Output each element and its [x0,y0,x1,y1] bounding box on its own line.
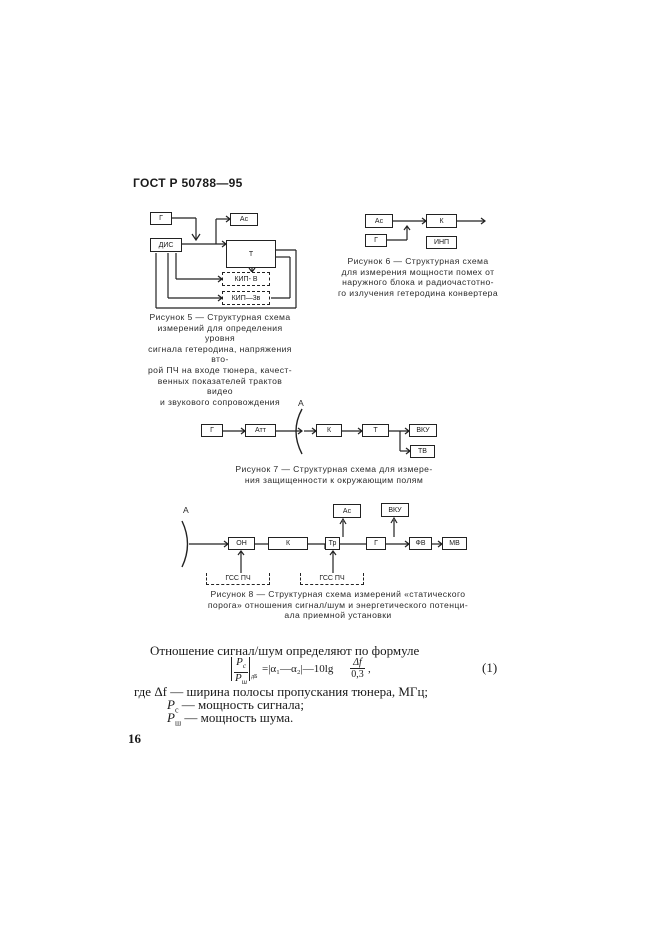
fig5-block-kip-v: КИП- В [222,272,270,286]
fig7-block-t: Т [362,424,389,437]
caption-line: Рисунок 8 — Структурная схема измерений … [210,589,466,599]
fig5-block-dis: ДИС [150,238,182,252]
psh-symbol: P [167,710,175,725]
caption-line: порога» отношения сигнал/шум и энергетич… [207,599,469,610]
caption-line: для измерения мощности помех от [341,266,495,277]
caption-line: ала приемной установки [284,610,392,621]
where-line-3: Pш — мощность шума. [167,710,294,728]
caption-line: венных показателей трактов видео [157,375,283,397]
caption-line: Рисунок 6 — Структурная схема [347,256,489,266]
caption-line: сигнала гетеродина, напряжения вто- [148,343,292,365]
fig8-antenna-label: A [183,505,190,515]
formula-tail: , [368,663,371,675]
fig6-block-inp: ИНП [426,236,457,249]
frac-df: Δf [350,657,365,669]
fraction-pc-ps: Pc Pш [234,657,248,688]
caption-line: наружного блока и радиочастотно- [342,277,494,288]
fig5-block-ac: Ac [230,213,258,226]
fig7-block-tv: ТВ [410,445,435,458]
fig5-block-g: Г [150,212,172,225]
figure-8-caption: Рисунок 8 — Структурная схема измерений … [188,589,488,621]
caption-line: и звукового сопровождения [159,396,281,407]
where-2-text: — мощность сигнала; [178,697,304,712]
figure-6-caption: Рисунок 6 — Структурная схема для измере… [332,256,504,298]
where-line-2: Pc — мощность сигнала; [167,697,304,715]
fig6-block-k: К [426,214,457,228]
fraction-df-03: Δf 0,3 [350,657,365,680]
formula-rhs: =|α₁—α₂|—10lg [262,663,334,675]
fig8-block-gss-pch-1: ГСС ПЧ [206,573,270,585]
figure-5-caption: Рисунок 5 — Структурная схема измерений … [146,312,294,407]
fig8-block-gss-pch-2: ГСС ПЧ [300,573,364,585]
pc-symbol: P [167,697,175,712]
frac-03: 0,3 [351,669,364,680]
page-number: 16 [128,731,141,746]
figure-7-caption: Рисунок 7 — Структурная схема для измере… [216,464,452,485]
fig8-block-ac: Ac [333,504,361,518]
caption-line: Рисунок 5 — Структурная схема [149,312,291,322]
frac-left-den: Pш [234,672,248,687]
fig7-block-g: Г [201,424,223,437]
fig7-antenna-label: A [298,398,305,408]
fig5-block-kip-3v: КИП—3в [222,291,270,305]
fig6-block-ac: Ac [365,214,393,228]
where-3-text: — мощность шума. [181,710,294,725]
fig6-block-g: Г [365,234,387,247]
caption-line: Рисунок 7 — Структурная схема для измере… [235,464,433,474]
fig5-block-t: Т [226,240,276,268]
formula: Pc Pш дБ =|α₁—α₂|—10lg Δf 0,3 , [231,657,391,686]
caption-line: ния защищенности к окружающим полям [244,474,424,485]
fig7-block-att: Атт [245,424,276,437]
fig8-block-on: ОН [228,537,255,550]
fig8-block-fv: ФВ [409,537,432,550]
fig8-block-mv: МВ [442,537,467,550]
caption-line: го излучения гетеродина конвертера [337,287,499,298]
equation-number: (1) [482,660,498,675]
where-line-1: где Δf — ширина полосы пропускания тюнер… [134,684,429,699]
fig8-block-vku: ВКУ [381,503,409,517]
intro-paragraph: Отношение сигнал/шум определяют по форму… [150,643,420,658]
page-header: ГОСТ Р 50788—95 [133,176,243,190]
fig8-block-tr: Тр [325,537,340,550]
fig7-block-k: К [316,424,342,437]
abs-bar-left [231,657,232,681]
fig8-block-k: К [268,537,308,550]
fig7-block-vku: ВКУ [409,424,437,437]
caption-line: рой ПЧ на входе тюнера, качест- [147,364,293,375]
frac-left-num: Pc [234,657,248,674]
abs-bar-right [249,657,250,681]
fig8-block-g: Г [366,537,386,550]
caption-line: измерений для определения уровня [157,322,283,344]
db-subscript: дБ [251,674,258,680]
